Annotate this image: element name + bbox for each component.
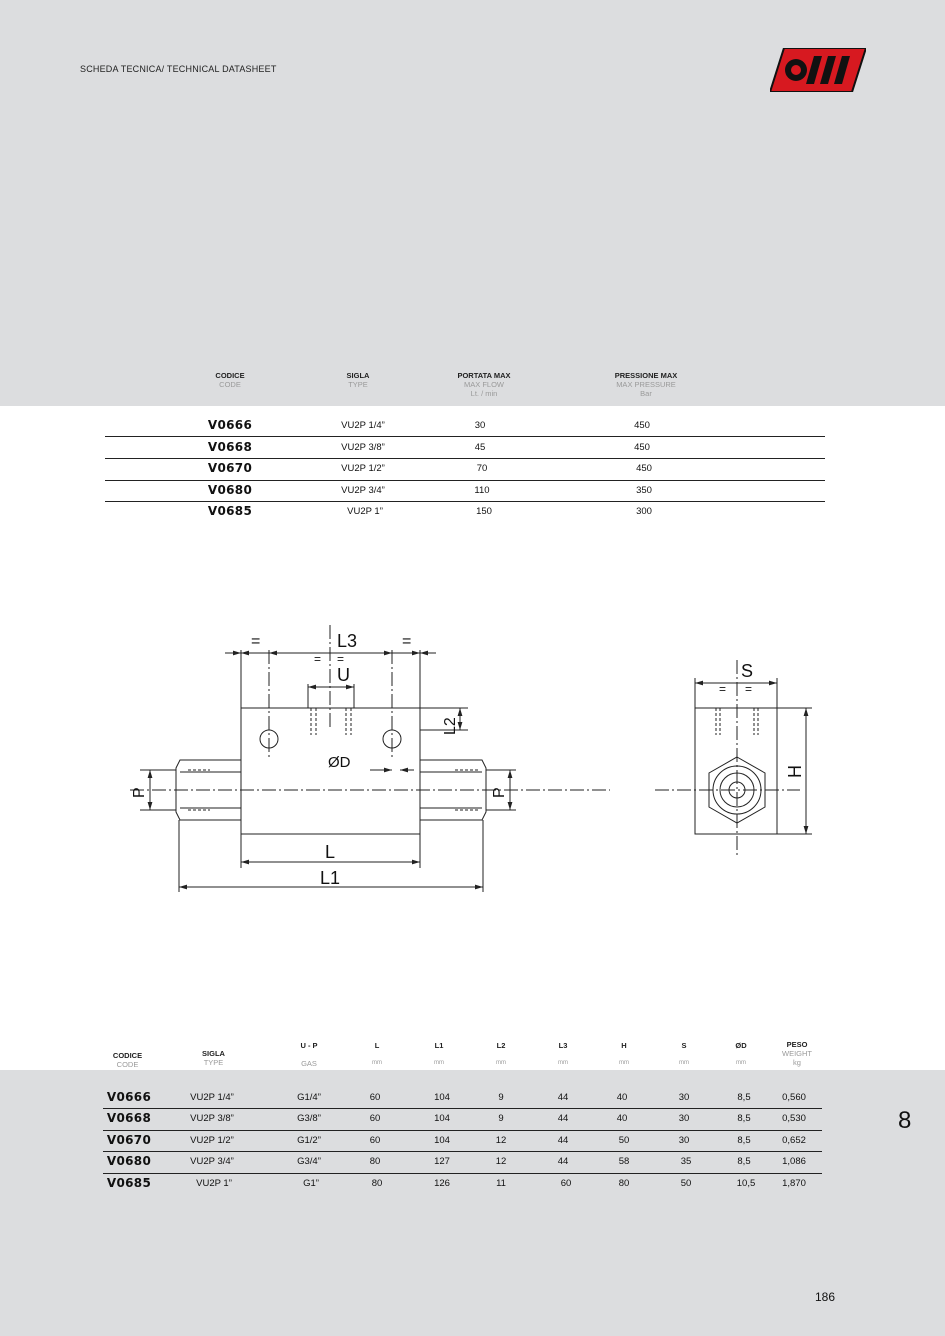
t2-header-weight: PESO WEIGHT kg (782, 1040, 812, 1067)
dim-label-p-left: P (131, 787, 148, 798)
dim-label-p-right: P (491, 787, 508, 798)
t1-row: V0685 VU2P 1” 150 300 (207, 504, 652, 518)
t2-row-divider (103, 1173, 822, 1174)
t2-row-divider (103, 1151, 822, 1152)
dim-eq-side-right: = (745, 682, 752, 696)
t1-row: V0680 VU2P 3/4” 110 350 (207, 483, 652, 497)
dim-eq-left: = (251, 633, 260, 650)
dim-eq-mid-right: = (337, 652, 344, 666)
t1-row: V0668 VU2P 3/8” 45 450 (207, 440, 650, 454)
t2-row: V0668 VU2P 3/8” G3/8” 60 104 9 44 40 30 … (106, 1111, 806, 1125)
t1-header-pressure: PRESSIONE MAX MAX PRESSURE Bar (614, 371, 678, 398)
t2-header-type: SIGLA TYPE (202, 1049, 225, 1067)
t1-row-divider (105, 501, 825, 502)
t1-header-type: SIGLA TYPE (346, 371, 370, 389)
t2-header-h: H mm (619, 1041, 629, 1066)
page-header-title: SCHEDA TECNICA/ TECHNICAL DATASHEET (80, 64, 277, 74)
t2-row-divider (103, 1130, 822, 1131)
t1-row-divider (105, 458, 825, 459)
bottom-background-band (0, 1070, 945, 1336)
dim-label-l3: L3 (337, 631, 357, 651)
dim-label-l: L (325, 842, 335, 862)
t2-header-l1: L1 mm (434, 1041, 444, 1066)
t2-row: V0666 VU2P 1/4” G1/4” 60 104 9 44 40 30 … (106, 1090, 806, 1104)
page-number: 186 (815, 1290, 836, 1304)
t2-header-l: L mm (372, 1041, 382, 1066)
t2-row: V0680 VU2P 3/4” G3/4” 80 127 12 44 58 35… (106, 1154, 806, 1168)
t1-header-flow: PORTATA MAX MAX FLOW Lt. / min (457, 371, 511, 398)
t2-row-divider (103, 1108, 822, 1109)
t2-header-d: ØD mm (735, 1041, 747, 1066)
dim-label-s: S (741, 661, 753, 681)
dim-label-d: ØD (328, 754, 351, 771)
t2-header-s: S mm (679, 1041, 689, 1066)
technical-drawing: = = = = L3 U L2 ØD P P L L1 S = = H (130, 625, 812, 892)
dim-label-l1: L1 (320, 868, 340, 888)
t2-row: V0670 VU2P 1/2” G1/2” 60 104 12 44 50 30… (106, 1133, 806, 1147)
dim-eq-right: = (402, 633, 411, 650)
dim-eq-mid-left: = (314, 652, 321, 666)
brand-logo (770, 48, 866, 92)
t1-row-divider (105, 480, 825, 481)
dim-eq-side-left: = (719, 682, 726, 696)
dim-label-u: U (337, 665, 350, 685)
t2-header-l2: L2 mm (496, 1041, 506, 1066)
dim-label-l2: L2 (442, 717, 459, 735)
t1-row: V0666 VU2P 1/4” 30 450 (207, 418, 650, 432)
section-number: 8 (898, 1107, 912, 1134)
t2-header-l3: L3 mm (558, 1041, 568, 1066)
t2-header-code: CODICE CODE (112, 1051, 143, 1069)
t1-header-code: CODICE CODE (215, 371, 245, 389)
t2-row: V0685 VU2P 1” G1” 80 126 11 60 80 50 10,… (106, 1176, 806, 1190)
t1-row-divider (105, 436, 825, 437)
dim-label-h: H (785, 765, 805, 778)
t1-row: V0670 VU2P 1/2” 70 450 (207, 461, 652, 475)
t2-header-up: U - P GAS (300, 1041, 318, 1068)
